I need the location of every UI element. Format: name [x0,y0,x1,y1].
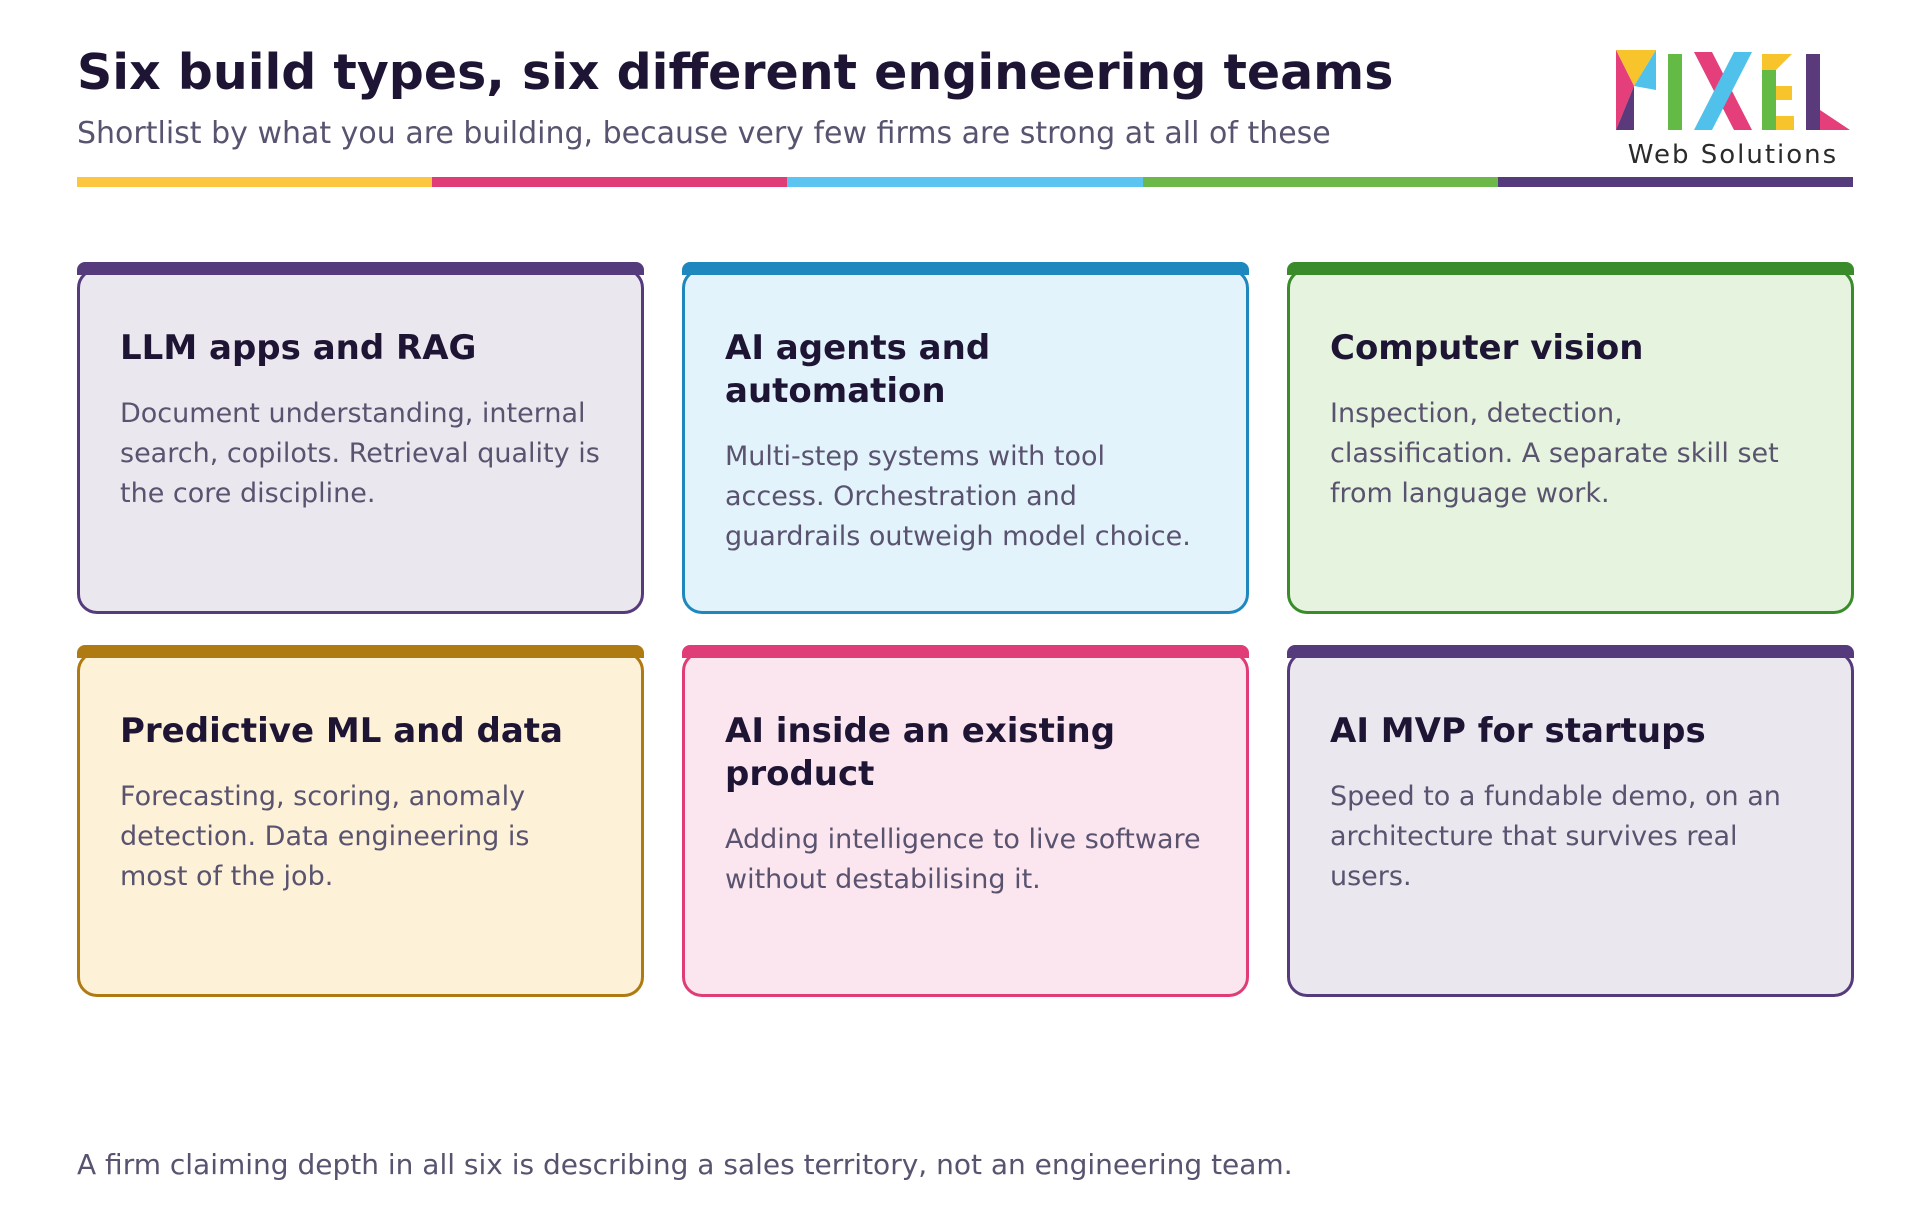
card-body: Forecasting, scoring, anomaly detection.… [120,781,530,892]
card-body: Adding intelligence to live software wit… [725,824,1201,895]
card-top-bar [77,645,644,658]
stripe-segment-purple [1497,177,1854,187]
card-top-bar [682,262,1249,275]
logo-letter-x [1694,52,1752,130]
pixel-logo [1616,50,1850,130]
card-title: Predictive ML and data [120,711,563,751]
card-title: LLM apps and RAG [120,328,477,368]
card-ai-agents-automation: AI agents and automation Multi-step syst… [682,262,1249,614]
footer-note: A firm claiming depth in all six is desc… [77,1148,1293,1181]
card-computer-vision: Computer vision Inspection, detection, c… [1287,262,1854,614]
card-title: Computer vision [1330,328,1644,368]
page-subtitle: Shortlist by what you are building, beca… [77,116,1331,151]
logo-letter-e [1762,54,1794,130]
logo-letter-l [1806,54,1850,130]
color-stripe [77,177,1854,187]
card-body: Document understanding, internal search,… [120,398,600,509]
card-predictive-ml-data: Predictive ML and data Forecasting, scor… [77,645,644,997]
logo-letter-p [1616,50,1656,130]
logo-letter-i [1668,54,1682,130]
stripe-segment-pink [432,177,788,187]
card-title: AI inside an existing product [725,711,1116,794]
card-title: AI agents and automation [725,328,991,411]
card-top-bar [1287,262,1854,275]
card-top-bar [682,645,1249,658]
card-llm-apps-rag: LLM apps and RAG Document understanding,… [77,262,644,614]
card-ai-existing-product: AI inside an existing product Adding int… [682,645,1249,997]
page-title: Six build types, six different engineeri… [77,44,1394,101]
card-top-bar [1287,645,1854,658]
stripe-segment-yellow [77,177,433,187]
card-body: Multi-step systems with tool access. Orc… [725,441,1191,552]
card-top-bar [77,262,644,275]
card-body: Inspection, detection, classification. A… [1330,398,1779,509]
stripe-segment-green [1142,177,1498,187]
card-ai-mvp-startups: AI MVP for startups Speed to a fundable … [1287,645,1854,997]
logo-tagline: Web Solutions [1627,140,1839,170]
card-body: Speed to a fundable demo, on an architec… [1330,781,1781,892]
card-title: AI MVP for startups [1330,711,1706,751]
stripe-segment-blue [787,177,1143,187]
